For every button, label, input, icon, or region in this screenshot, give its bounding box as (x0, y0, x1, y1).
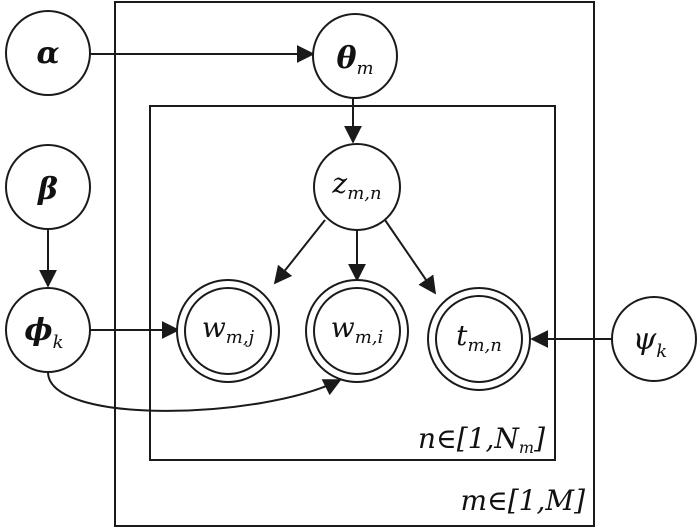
z-label: z (331, 167, 347, 200)
alpha-label: α (36, 36, 59, 71)
svg-text:θm: θm (336, 41, 373, 79)
w-i-label: w (331, 311, 355, 344)
psi-node: ψk (611, 296, 697, 382)
outer-plate (114, 1, 595, 527)
z-node: zm,n (313, 143, 401, 231)
phi-node: ϕk (5, 287, 91, 373)
alpha-node: α (5, 10, 91, 96)
w-j-node: wm,j (176, 279, 280, 383)
edge-phi-wi (47, 371, 342, 412)
inner-plate-label: n∈[1,Nm] (418, 422, 545, 457)
phi-label: ϕ (24, 313, 52, 348)
w-i-subscript: m,i (355, 327, 384, 348)
w-j-label: w (202, 311, 226, 344)
phi-subscript: k (53, 332, 64, 353)
w-j-subscript: m,j (226, 327, 255, 348)
w-i-node: wm,i (305, 279, 409, 383)
psi-label: ψ (633, 322, 657, 357)
svg-text:zm,n: zm,n (331, 167, 381, 204)
beta-node: β (5, 144, 91, 230)
beta-label: β (37, 172, 58, 207)
edge-z-t (384, 219, 437, 295)
t-label: t (456, 319, 468, 352)
t-node: tm,n (427, 287, 531, 391)
svg-text:wm,i: wm,i (331, 311, 384, 348)
t-subscript: m,n (467, 335, 501, 356)
svg-text:tm,n: tm,n (456, 319, 502, 356)
theta-node: θm (312, 13, 398, 99)
theta-subscript: m (356, 58, 373, 79)
svg-text:ψk: ψk (633, 322, 667, 362)
svg-text:ϕk: ϕk (24, 313, 63, 353)
svg-text:wm,j: wm,j (202, 311, 255, 348)
edge-z-wj (273, 219, 326, 285)
psi-subscript: k (656, 341, 667, 362)
outer-plate-label: m∈[1,M] (460, 484, 585, 517)
theta-label: θ (336, 41, 356, 76)
z-subscript: m,n (347, 183, 381, 204)
